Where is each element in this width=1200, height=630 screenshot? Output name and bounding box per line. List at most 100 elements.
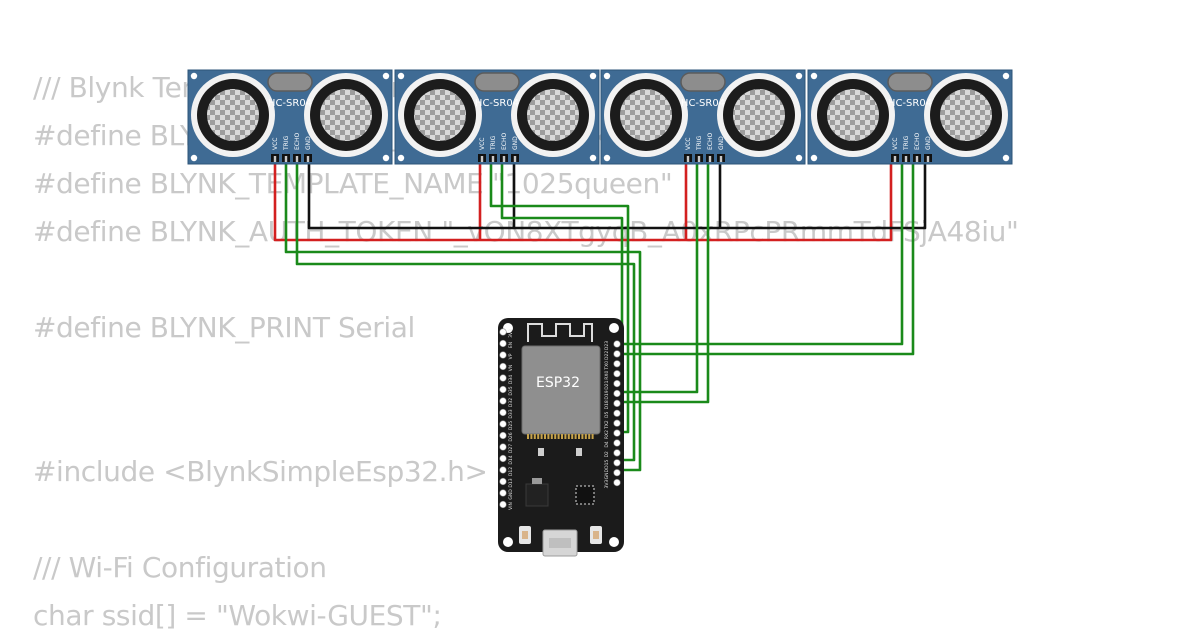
pin-label: TRIG: [903, 135, 910, 151]
esp32-board[interactable]: ESP323V3ENVPVND34D35D32D33D25D26D27D14D1…: [498, 318, 624, 557]
header-pin[interactable]: [613, 340, 621, 348]
header-pin[interactable]: [613, 469, 621, 477]
module-pad: [584, 434, 587, 439]
crystal-oscillator: [267, 72, 313, 92]
header-pin[interactable]: [613, 380, 621, 388]
pin-label: VN: [508, 365, 514, 371]
pin-contact: [273, 156, 277, 162]
sensor-model-label: HC-SR04: [888, 98, 932, 109]
smd-component: [576, 448, 582, 456]
wire: [273, 160, 893, 242]
pin-label: 3V3: [604, 480, 610, 489]
header-pin[interactable]: [499, 328, 507, 336]
header-pin[interactable]: [613, 409, 621, 417]
crystal-oscillator: [887, 72, 933, 92]
pin-label: RX0: [604, 371, 610, 380]
pin-label: D26: [508, 432, 514, 441]
header-pin[interactable]: [499, 489, 507, 497]
header-pin[interactable]: [613, 350, 621, 358]
transducer-mesh: [733, 89, 785, 141]
mount-hole: [609, 537, 619, 547]
pin-label: 3V3: [508, 329, 514, 338]
pin-label: D18: [604, 400, 610, 409]
module-pad: [591, 434, 594, 439]
pin-label: D25: [508, 421, 514, 430]
mount-hole: [382, 154, 390, 162]
pin-contact: [904, 156, 908, 162]
module-pad: [540, 434, 543, 439]
mount-hole: [603, 72, 611, 80]
header-pin[interactable]: [499, 420, 507, 428]
header-pin[interactable]: [499, 351, 507, 359]
pin-label: D33: [508, 409, 514, 418]
pin-contact: [926, 156, 930, 162]
code-line: #define BLYNK_TEMPLATE_NAME "1025queen": [33, 167, 673, 200]
header-pin[interactable]: [613, 399, 621, 408]
header-pin[interactable]: [499, 443, 507, 451]
header-pin[interactable]: [499, 431, 507, 440]
mount-hole: [589, 154, 597, 162]
header-pin[interactable]: [499, 454, 507, 463]
header-pin[interactable]: [499, 397, 507, 405]
crystal-oscillator: [474, 72, 520, 92]
header-pin[interactable]: [613, 429, 621, 437]
wire: [489, 160, 630, 434]
module-pad: [581, 434, 584, 439]
header-pin[interactable]: [613, 360, 621, 368]
pin-label: GND: [604, 469, 610, 480]
pin-label: ECHO: [914, 133, 921, 150]
code-line: char ssid[] = "Wokwi-GUEST";: [33, 599, 442, 630]
header-pin[interactable]: [499, 408, 507, 417]
header-pin[interactable]: [613, 459, 621, 467]
pin-label: VIN: [508, 502, 514, 510]
code-line: #define BLYNK_PRINT Serial: [33, 311, 415, 344]
mount-hole: [795, 72, 803, 80]
header-pin[interactable]: [613, 389, 621, 398]
header-pin[interactable]: [613, 439, 621, 447]
pin-label: D4: [604, 441, 610, 447]
pin-label: TX2: [604, 420, 610, 430]
header-pin[interactable]: [613, 370, 621, 378]
header-pin[interactable]: [499, 385, 507, 394]
mount-hole: [810, 72, 818, 80]
header-pin[interactable]: [499, 339, 507, 348]
mount-hole: [609, 323, 619, 333]
pin-label: VP: [508, 353, 514, 359]
pin-label: GND: [925, 136, 932, 150]
pin-contact: [686, 156, 690, 162]
wire: [620, 160, 904, 346]
pin-contact: [284, 156, 288, 162]
board-label: ESP32: [536, 375, 580, 391]
header-pin[interactable]: [499, 477, 507, 486]
mount-hole: [589, 72, 597, 80]
antenna-trace: [527, 323, 593, 342]
pin-contact: [915, 156, 919, 162]
wire: [620, 160, 710, 404]
module-pad: [544, 434, 546, 439]
voltage-regulator: [525, 483, 549, 507]
button-cap: [522, 531, 528, 539]
header-pin[interactable]: [499, 500, 507, 509]
module-pad: [574, 434, 577, 439]
pin-label: TRIG: [490, 135, 497, 151]
header-pin[interactable]: [613, 419, 621, 427]
header-pin[interactable]: [613, 479, 621, 487]
module-pad: [561, 434, 563, 439]
pin-label: RX2: [604, 430, 610, 439]
header-pin[interactable]: [499, 466, 507, 474]
pin-contact: [513, 156, 517, 162]
module-pad: [550, 434, 553, 439]
header-pin[interactable]: [613, 449, 621, 457]
transducer-mesh: [620, 89, 672, 141]
header-pin[interactable]: [499, 362, 507, 371]
mount-hole: [397, 72, 405, 80]
pin-label: ECHO: [294, 133, 301, 150]
pin-contact: [893, 156, 897, 162]
header-pin[interactable]: [499, 374, 507, 382]
